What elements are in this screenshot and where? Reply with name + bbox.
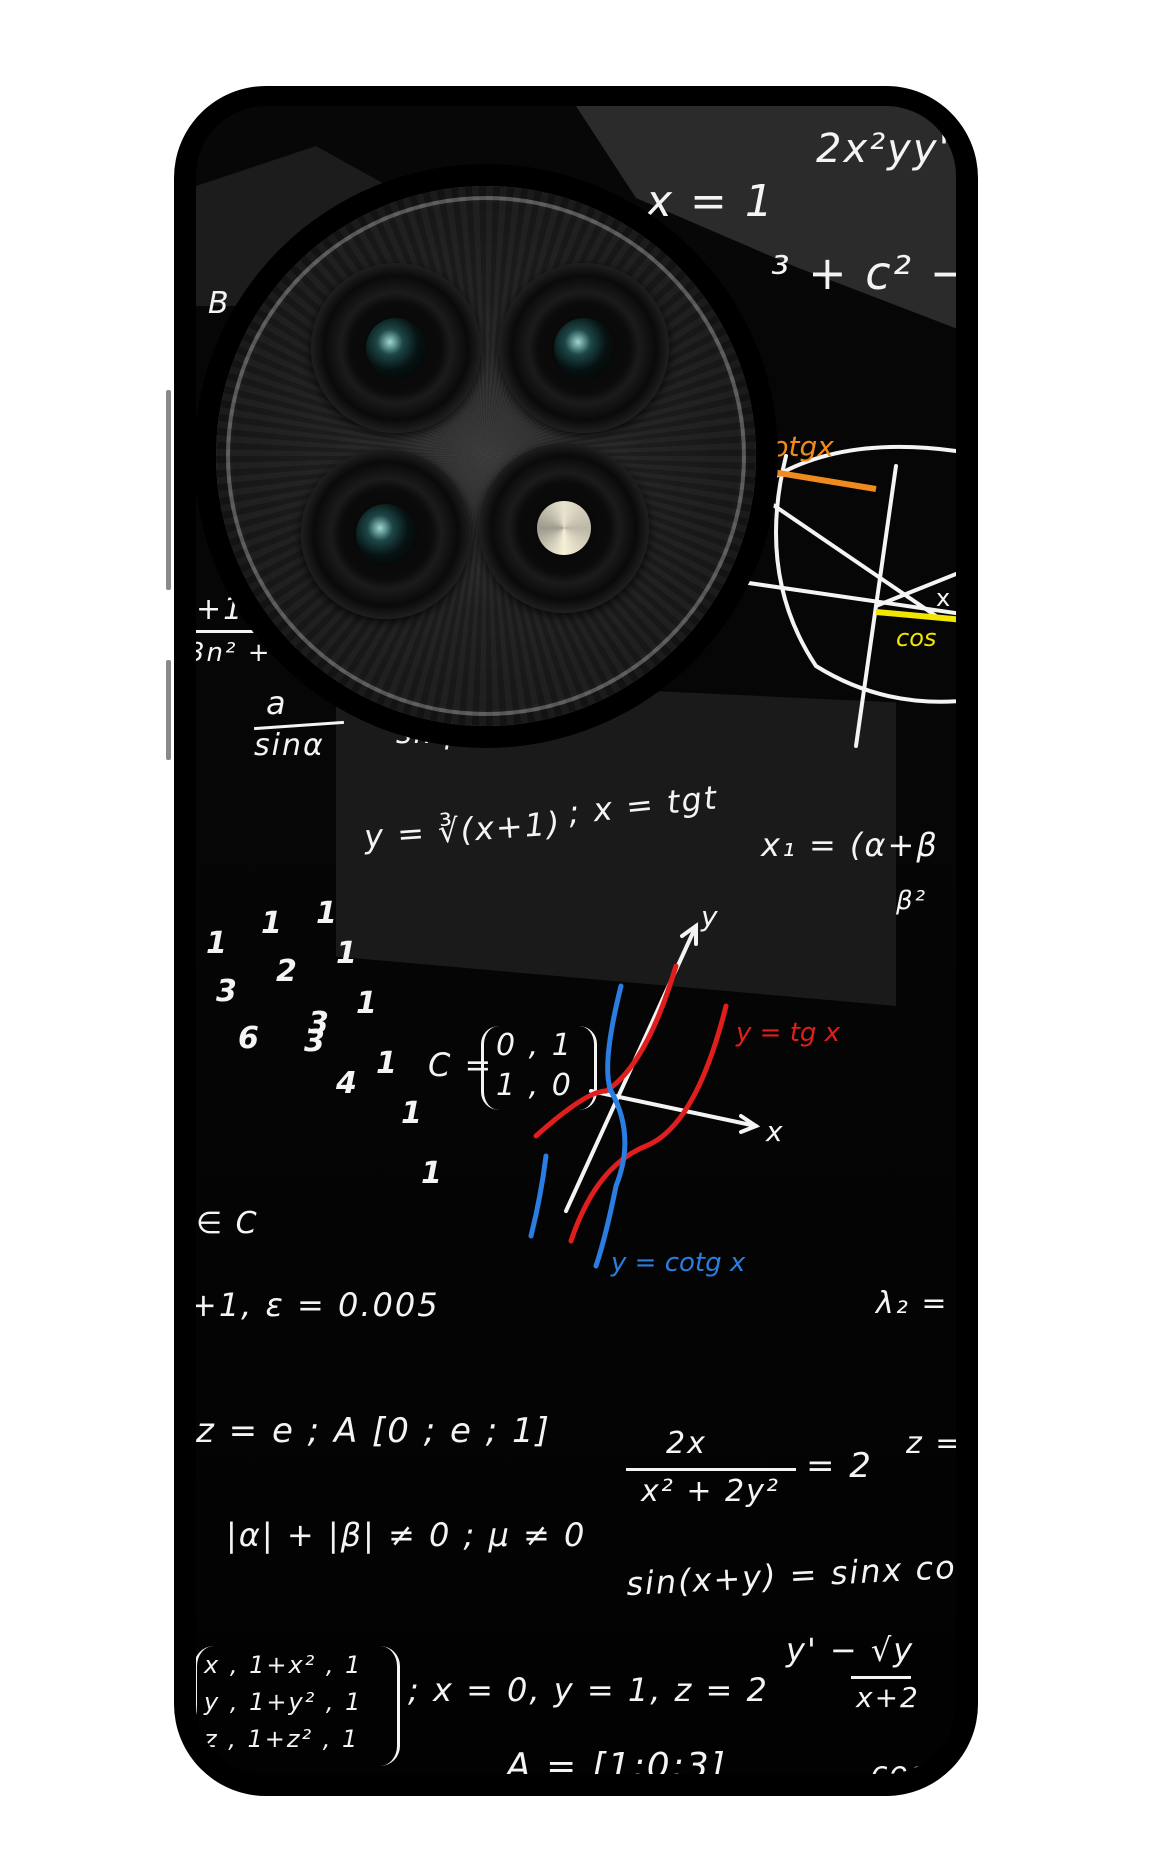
formula-x-eq-1: x = 1 [646,176,775,227]
case-print-area: 2x²yy' x = 1 ³ + c² − 2 B +1 3n² + 2n a … [196,106,956,1774]
matrix-c-bracket [481,1026,597,1110]
formula-frac-eq-rhs: = 2 [806,1446,873,1486]
main-lens-icon [311,263,481,433]
camera-module [216,186,756,726]
formula-z-right: z = [906,1426,956,1461]
fraction-bar [196,630,276,633]
formula-a-vector: A = [1;0;3] [506,1746,727,1774]
cotg-segment [735,463,877,492]
formula-frac-top: +1 [196,592,245,627]
triangle-number: 1 [261,906,284,941]
triangle-number: 1 [336,936,359,971]
macro-lens-icon [301,449,471,619]
circle-x-label: x [936,584,950,612]
triangle-number: 4 [336,1066,359,1101]
formula-in-c: ∈ C [196,1206,259,1241]
cos-segment [875,609,956,623]
secondary-lens-icon [499,263,669,433]
triangle-number: 1 [421,1156,444,1191]
formula-abs-ineq: |α| + |β| ≠ 0 ; μ ≠ 0 [226,1516,587,1554]
matrix-big-row2: y , 1+y² , 1 [204,1688,363,1716]
side-button-upper [166,390,171,590]
matrix-big-row3: z , 1+z² , 1 [204,1725,360,1753]
triangle-number: 3 [216,974,239,1009]
math-drawings: cotgx cos x y x y = tg x y = cotg x [528,430,956,1278]
formula-b: B [208,286,231,321]
side-button-lower [166,660,171,760]
triangle-number: 2 [276,954,299,989]
formula-a-over-sin-num: a [266,684,288,722]
triangle-number: 3 [308,1006,331,1041]
formula-a-over-sin-den: sinα [254,728,325,763]
axis-x-label: x [765,1115,783,1148]
matrix-big-row1: x , 1+x² , 1 [204,1651,363,1679]
formula-frac-eq-num: 2x [666,1426,707,1461]
triangle-number: 1 [376,1046,399,1081]
triangle-number: 1 [401,1096,424,1131]
triangle-number: 1 [316,896,339,931]
formula-c2-minus-2: ³ + c² − 2 [771,246,956,300]
cotg-graph-label: y = cotg x [610,1248,746,1278]
formula-lambda: λ₂ = i [876,1286,956,1321]
axes [564,922,761,1213]
chalkboard-panel-mid [336,676,896,1006]
triangle-number: 3 [304,1024,327,1059]
matrix-c-row1: 0 , 1 [496,1028,573,1063]
cotg-curves [528,983,628,1269]
matrix-c-row2: 1 , 0 [496,1068,573,1103]
cotg-label: cotgx [756,430,834,463]
formula-z-eq-e: z = e ; A [0 ; e ; 1] [196,1411,551,1451]
tg-label: y = tg x [735,1018,841,1048]
cos-label: cos [896,624,936,652]
triangle-number: 1 [206,926,229,961]
formula-y-prime: y' − √y [786,1631,915,1669]
matrix-c-label: C = [428,1046,494,1084]
axis-y-label: y [700,900,718,933]
formula-epsilon: +1, ε = 0.005 [196,1286,440,1324]
flash-icon [479,443,649,613]
fraction-bar [851,1676,911,1679]
triangle-number: 1 [356,986,379,1021]
formula-xyz-values: ; x = 0, y = 1, z = 2 [408,1671,769,1709]
formula-beta2: β² [896,886,928,916]
formula-2x2yy: 2x²yy' [816,126,952,172]
fraction-bar [626,1468,796,1471]
triangle-number: 6 [238,1021,261,1056]
matrix-big-bracket [196,1646,400,1766]
formula-frac-eq-den: x² + 2y² [641,1474,780,1509]
formula-x1: x₁ = (α+β [761,826,939,864]
tg-curves [533,963,729,1244]
formula-y-prime-den: x+2 [856,1681,920,1714]
formula-cos-phi: cosφ [871,1756,950,1774]
